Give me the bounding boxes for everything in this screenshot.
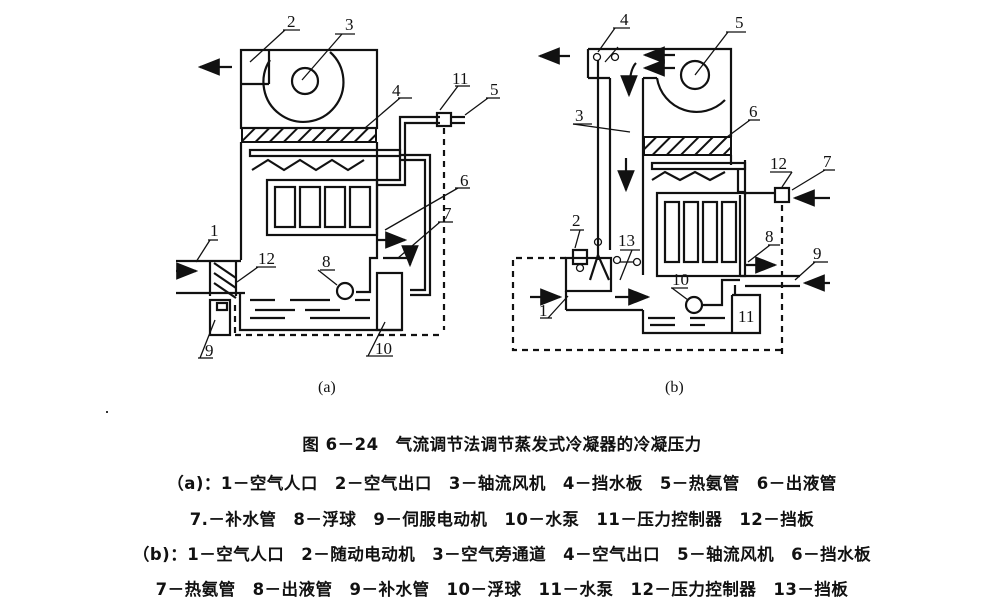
legend-b-line-2: 7－热氨管 8－出液管 9－补水管 10－浮球 11－水泵 12－压力控制器 1… [155,580,849,599]
callout-a-1: 1 [210,221,219,240]
callout-b-10: 10 [672,270,689,289]
subfigure-label-a: (a) [318,379,336,396]
callout-b-6: 6 [749,102,758,121]
pressure-controller-b [773,186,791,204]
callout-a-6: 6 [460,171,469,190]
callout-b-1: 1 [539,301,548,320]
callout-a-7: 7 [443,204,452,223]
callout-b-13: 13 [618,231,635,250]
damper-a [208,261,238,299]
callout-b-4: 4 [620,10,629,29]
fan-housing-a [239,48,379,130]
servo-motor-a [208,298,232,337]
subfigure-label-b: (b) [665,379,684,396]
diagram-b: 1 2 3 4 5 6 7 8 9 10 11 12 13 (b) [511,10,835,396]
diagram-a: 1 2 3 4 5 6 7 8 9 10 11 12 (a) [176,12,500,396]
callout-b-7: 7 [823,152,832,171]
axial-fan-icon [290,66,320,96]
stray-mark [106,411,108,413]
callout-a-12: 12 [258,249,275,268]
callout-a-10: 10 [375,339,392,358]
float-ball-a [335,281,355,301]
figure-title: 图 6－24 气流调节法调节蒸发式冷凝器的冷凝压力 [302,435,702,454]
callout-a-9: 9 [205,341,214,360]
legend-a-line-1: （a)：1－空气人口 2－空气出口 3－轴流风机 4－挡水板 5－热氨管 6－出… [167,474,837,493]
callout-a-2: 2 [287,12,296,31]
callout-a-4: 4 [392,81,401,100]
water-pump-a [375,271,404,332]
figure-diagrams: 1 2 3 4 5 6 7 8 9 10 11 12 (a) [106,10,835,413]
legend-b-line-1: （b)：1－空气人口 2－随动电动机 3－空气旁通道 4－空气出口 5－轴流风机… [132,545,872,564]
callout-a-5: 5 [490,80,499,99]
callout-b-9: 9 [813,244,822,263]
callout-b-8: 8 [765,227,774,246]
callout-b-5: 5 [735,13,744,32]
axial-fan-b-icon [679,59,711,91]
callout-b-3: 3 [575,106,584,125]
callout-b-2: 2 [572,211,581,230]
callout-a-3: 3 [345,15,354,34]
legend-a-line-2: 7.－补水管 8－浮球 9－伺服电动机 10－水泵 11－压力控制器 12－挡板 [189,510,815,529]
float-ball-b [684,295,704,315]
callout-b-12: 12 [770,154,787,173]
callout-a-11: 11 [452,69,468,88]
eliminator-plate-b [643,136,732,156]
eliminator-plate-a [241,127,377,143]
callout-a-8: 8 [322,252,331,271]
pressure-controller-a [435,111,453,128]
callout-b-11: 11 [738,307,754,326]
